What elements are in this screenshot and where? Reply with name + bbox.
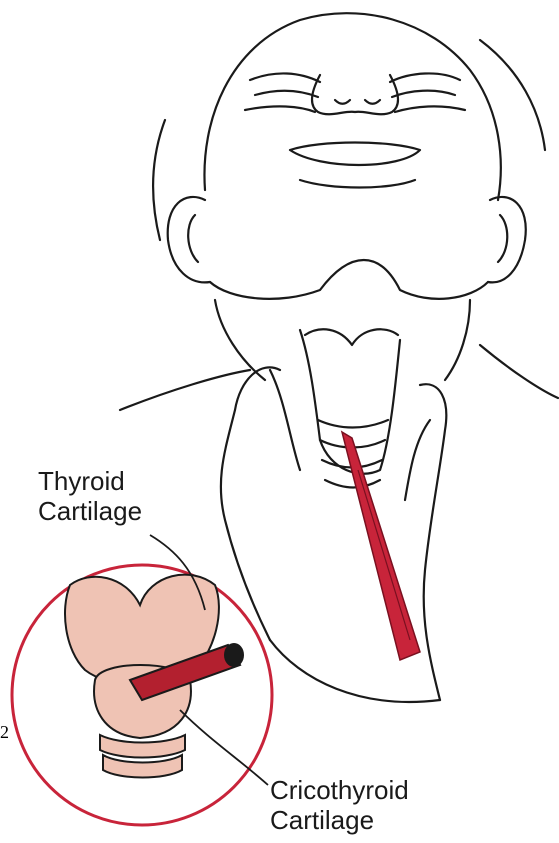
mouth: [290, 143, 420, 166]
head-outline: [204, 13, 500, 200]
jaw: [210, 260, 488, 299]
cricothyroid-label-line1: Cricothyroid: [270, 775, 409, 805]
neck-left: [215, 300, 265, 380]
hair-right: [480, 40, 545, 150]
cricothyroid-cartilage-label: Cricothyroid Cartilage: [270, 775, 409, 835]
nose: [312, 75, 398, 114]
shoulder-left: [120, 370, 250, 410]
thyroid-label-line2: Cartilage: [38, 496, 142, 526]
cricothyroid-label-line2: Cartilage: [270, 805, 409, 835]
shoulder-right: [480, 345, 558, 398]
right-eye: [390, 73, 460, 82]
left-eye: [250, 73, 320, 82]
neck-right: [445, 300, 470, 380]
thyroid-label-line1: Thyroid: [38, 466, 142, 496]
page-number-fragment: 2: [0, 722, 9, 743]
thyroid-cartilage-label: Thyroid Cartilage: [38, 466, 142, 526]
hair-left: [153, 120, 165, 240]
